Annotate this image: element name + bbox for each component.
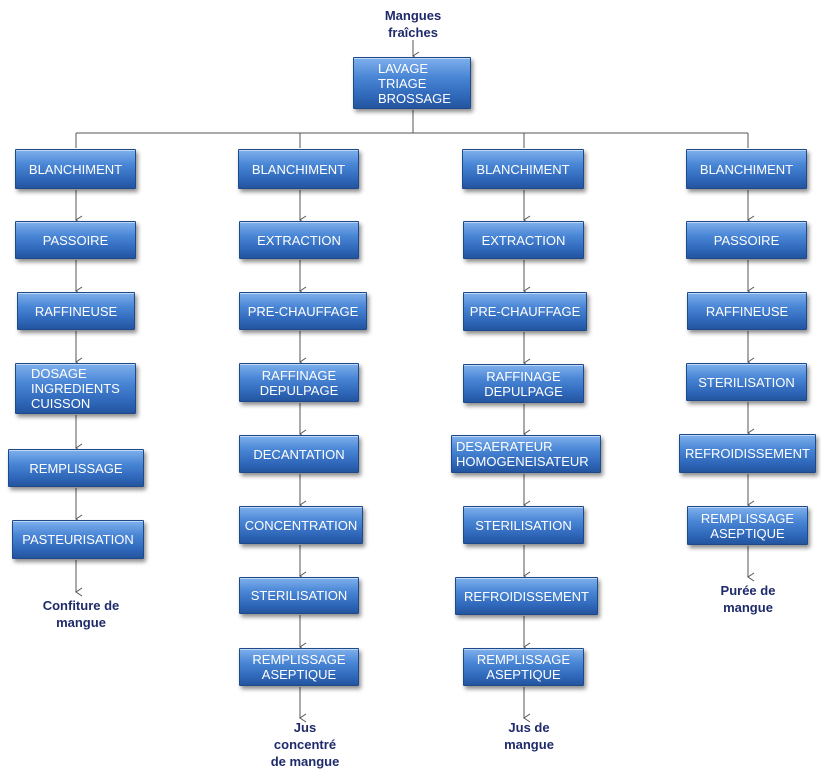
col3-box-sterilisation: STERILISATION bbox=[463, 506, 584, 544]
col1-box-passoire: PASSOIRE bbox=[15, 221, 136, 259]
col3-box-refroidissement: REFROIDISSEMENT bbox=[455, 577, 598, 615]
box-lavage-triage-brossage: LAVAGE TRIAGE BROSSAGE bbox=[353, 57, 471, 109]
col3-step-sterilisation: STERILISATION bbox=[475, 517, 572, 533]
col2-step-raffinage: RAFFINAGE bbox=[261, 367, 337, 383]
col3-box-pre-chauffage: PRE-CHAUFFAGE bbox=[463, 292, 587, 331]
col4-box-blanchiment: BLANCHIMENT bbox=[686, 149, 807, 189]
col4-box-passoire: PASSOIRE bbox=[686, 221, 807, 259]
col2-product-label: Jus concentré de mangue bbox=[255, 719, 355, 770]
col4-box-sterilisation: STERILISATION bbox=[686, 363, 807, 401]
col2-step-concentration: CONCENTRATION bbox=[244, 517, 358, 533]
col3-box-blanchiment: BLANCHIMENT bbox=[462, 149, 584, 189]
col1-step-cuisson: CUISSON bbox=[31, 396, 91, 411]
col3-product-label: Jus de mangue bbox=[489, 719, 569, 753]
col4-step-blanchiment: BLANCHIMENT bbox=[699, 161, 794, 177]
input-line-2: fraîches bbox=[388, 25, 438, 40]
col2-step-extraction: EXTRACTION bbox=[257, 232, 341, 248]
col1-step-passoire: PASSOIRE bbox=[42, 232, 109, 248]
col4-step-aseptique: ASEPTIQUE bbox=[710, 525, 785, 541]
col3-step-desaerateur: DESAERATEUR bbox=[456, 439, 553, 454]
col4-product-line-1: Purée de bbox=[720, 583, 776, 598]
col3-step-pre-chauffage: PRE-CHAUFFAGE bbox=[469, 304, 581, 319]
col4-step-raffineuse: RAFFINEUSE bbox=[705, 303, 789, 319]
col2-product-line-1: Jus bbox=[293, 720, 317, 735]
col3-product-line-2: mangue bbox=[504, 737, 554, 752]
col3-product-line-1: Jus de bbox=[508, 720, 550, 735]
col4-product-label: Purée de mangue bbox=[703, 582, 793, 616]
col4-box-refroidissement: REFROIDISSEMENT bbox=[679, 434, 816, 473]
col3-step-remplissage: REMPLISSAGE bbox=[476, 652, 571, 667]
top-box-line-1: LAVAGE bbox=[378, 60, 429, 76]
col2-box-concentration: CONCENTRATION bbox=[239, 506, 363, 544]
col4-box-raffineuse: RAFFINEUSE bbox=[687, 292, 807, 330]
col4-product-line-2: mangue bbox=[723, 600, 773, 615]
col1-step-blanchiment: BLANCHIMENT bbox=[28, 161, 123, 177]
col3-box-extraction: EXTRACTION bbox=[463, 221, 584, 259]
col1-product-line-2: mangue bbox=[56, 615, 106, 630]
col3-box-desaerateur-homogeneisateur: DESAERATEUR HOMOGENEISATEUR bbox=[451, 435, 601, 473]
col1-product-label: Confiture de mangue bbox=[26, 597, 136, 631]
col1-step-remplissage: REMPLISSAGE bbox=[29, 460, 123, 476]
col2-product-line-2: concentré bbox=[273, 737, 337, 752]
col3-step-depulpage: DEPULPAGE bbox=[484, 383, 563, 399]
col1-step-pasteurisation: PASTEURISATION bbox=[22, 532, 134, 547]
col1-box-dosage-ingredients-cuisson: DOSAGE INGREDIENTS CUISSON bbox=[15, 363, 136, 414]
col3-box-remplissage-aseptique: REMPLISSAGE ASEPTIQUE bbox=[463, 648, 584, 686]
col3-step-homogeneisateur: HOMOGENEISATEUR bbox=[456, 454, 589, 469]
col1-product-line-1: Confiture de bbox=[42, 598, 120, 613]
col2-product-line-3: de mangue bbox=[270, 754, 340, 769]
input-line-1: Mangues bbox=[384, 8, 442, 23]
top-box-line-2: TRIAGE bbox=[378, 75, 427, 91]
col2-box-sterilisation: STERILISATION bbox=[239, 577, 359, 614]
col1-step-raffineuse: RAFFINEUSE bbox=[34, 303, 118, 319]
col3-box-raffinage-depulpage: RAFFINAGE DEPULPAGE bbox=[463, 364, 584, 403]
col1-box-blanchiment: BLANCHIMENT bbox=[15, 149, 136, 189]
col2-box-raffinage-depulpage: RAFFINAGE DEPULPAGE bbox=[239, 363, 359, 402]
top-box-line-3: BROSSAGE bbox=[378, 90, 451, 106]
col3-step-aseptique: ASEPTIQUE bbox=[486, 667, 561, 682]
col2-box-remplissage-aseptique: REMPLISSAGE ASEPTIQUE bbox=[239, 648, 359, 686]
col4-box-remplissage-aseptique: REMPLISSAGE ASEPTIQUE bbox=[687, 506, 808, 545]
col4-step-refroidissement: REFROIDISSEMENT bbox=[685, 446, 810, 461]
col3-step-extraction: EXTRACTION bbox=[481, 232, 566, 248]
col2-step-aseptique: ASEPTIQUE bbox=[261, 667, 337, 682]
col1-box-pasteurisation: PASTEURISATION bbox=[12, 520, 144, 559]
col2-step-blanchiment: BLANCHIMENT bbox=[251, 161, 346, 177]
col1-box-remplissage: REMPLISSAGE bbox=[8, 449, 144, 487]
col4-step-sterilisation: STERILISATION bbox=[698, 374, 795, 390]
col2-box-pre-chauffage: PRE-CHAUFFAGE bbox=[239, 292, 367, 330]
col3-step-refroidissement: REFROIDISSEMENT bbox=[464, 588, 589, 604]
col2-box-extraction: EXTRACTION bbox=[239, 221, 359, 259]
col1-box-raffineuse: RAFFINEUSE bbox=[17, 292, 135, 330]
col4-step-passoire: PASSOIRE bbox=[713, 232, 780, 248]
col2-step-pre-chauffage: PRE-CHAUFFAGE bbox=[247, 303, 359, 319]
col2-box-blanchiment: BLANCHIMENT bbox=[238, 149, 359, 189]
col2-step-decantation: DECANTATION bbox=[253, 446, 345, 462]
col3-step-raffinage: RAFFINAGE bbox=[486, 368, 561, 384]
col3-step-blanchiment: BLANCHIMENT bbox=[476, 161, 570, 177]
col2-box-decantation: DECANTATION bbox=[239, 435, 359, 473]
col4-step-remplissage: REMPLISSAGE bbox=[700, 510, 795, 526]
col2-step-remplissage: REMPLISSAGE bbox=[252, 652, 346, 667]
input-label: Mangues fraîches bbox=[373, 7, 453, 41]
col1-step-dosage: DOSAGE bbox=[31, 366, 87, 381]
col2-step-sterilisation: STERILISATION bbox=[250, 588, 348, 603]
col1-step-ingredients: INGREDIENTS bbox=[31, 381, 120, 396]
col2-step-depulpage: DEPULPAGE bbox=[259, 382, 339, 398]
